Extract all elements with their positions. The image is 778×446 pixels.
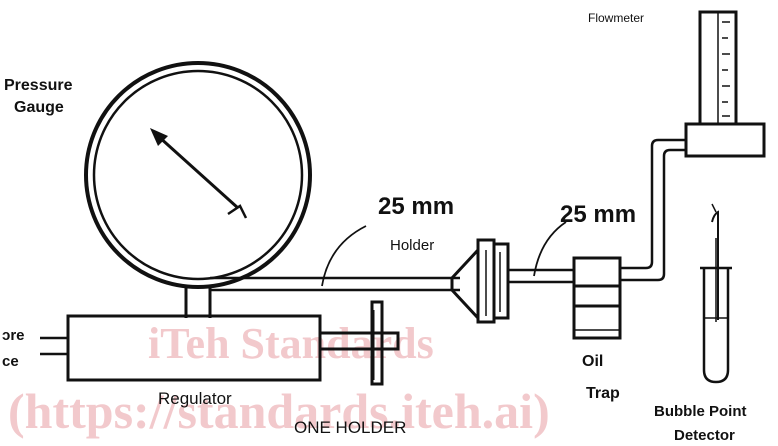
tube-to-oil-trap bbox=[508, 268, 574, 284]
dim-leader-right bbox=[533, 221, 567, 277]
label-holder: Holder bbox=[390, 237, 434, 254]
bubble-point-detector bbox=[700, 203, 732, 384]
regulator bbox=[66, 300, 400, 386]
source-inlet-lines bbox=[40, 336, 68, 356]
label-oil: Oil bbox=[582, 353, 603, 370]
filter-holder bbox=[450, 238, 510, 324]
label-dimension-right: 25 mm bbox=[560, 201, 636, 228]
tube-to-holder bbox=[210, 276, 460, 292]
tube-to-flowmeter bbox=[620, 138, 686, 282]
label-bubble-point: Bubble Point bbox=[654, 403, 747, 420]
label-pressure: Pressure bbox=[4, 77, 73, 94]
label-dimension-left: 25 mm bbox=[378, 193, 454, 220]
caption-one-holder: ONE HOLDER bbox=[294, 418, 406, 437]
dim-leader-left bbox=[321, 225, 367, 287]
watermark-line-2: (https://standards.iteh.ai) bbox=[8, 383, 550, 439]
label-regulator: Regulator bbox=[158, 389, 232, 408]
label-source-bottom: ce bbox=[2, 353, 19, 370]
label-detector: Detector bbox=[674, 427, 735, 444]
label-source-top: ɔre bbox=[2, 327, 25, 344]
pressure-gauge bbox=[84, 61, 312, 318]
label-gauge: Gauge bbox=[14, 99, 64, 116]
oil-trap bbox=[572, 256, 622, 340]
watermark-line-1: iTeh Standards bbox=[148, 319, 434, 368]
label-trap: Trap bbox=[586, 385, 620, 402]
flowmeter bbox=[684, 10, 766, 158]
label-flowmeter: Flowmeter bbox=[588, 11, 644, 25]
